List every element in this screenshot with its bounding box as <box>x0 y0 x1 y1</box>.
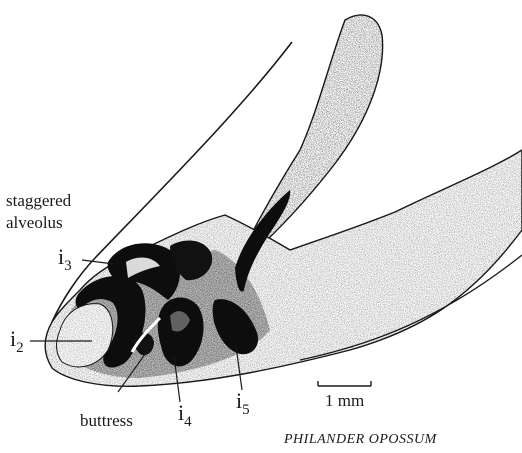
label-i2: i2 <box>10 328 24 359</box>
caption: PHILANDER OPOSSUM <box>284 432 437 448</box>
scale-bar <box>318 381 371 386</box>
label-i4: i4 <box>178 402 192 433</box>
label-i5: i5 <box>236 390 250 421</box>
scale-label: 1 mm <box>325 390 364 412</box>
label-alveolus: alveolus <box>6 212 63 234</box>
label-staggered: staggered <box>6 190 71 212</box>
label-buttress: buttress <box>80 410 133 432</box>
label-i3: i3 <box>58 246 72 277</box>
